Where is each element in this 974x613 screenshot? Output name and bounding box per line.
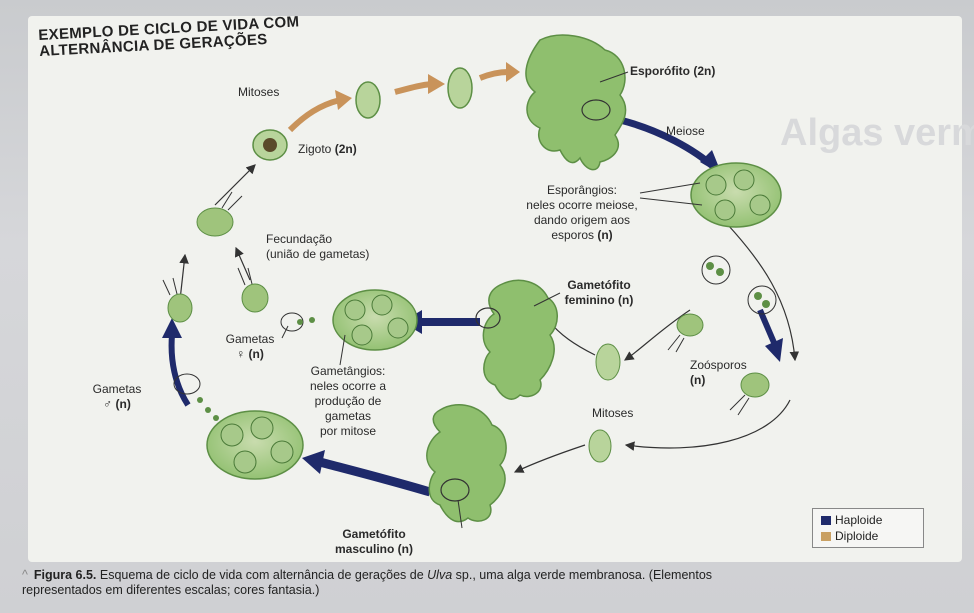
germling-bottom [589, 430, 611, 462]
legend: Haploide Diploide [812, 508, 924, 548]
label-esporofito-ploidy: (2n) [693, 64, 715, 78]
female-gametophyte-thallus [483, 280, 557, 399]
diploid-arrow-1 [290, 100, 340, 130]
label-gametofito-masc-1: Gametófito [322, 527, 426, 542]
label-esporangios: Esporângios: neles ocorre meiose, dando … [518, 183, 646, 243]
cycle-line-bottom [626, 400, 790, 448]
label-gametofito-masc-2: masculino (n) [322, 542, 426, 557]
label-gametofito-feminino: Gametófito feminino (n) [556, 278, 642, 308]
label-fecundacao-1: Fecundação [266, 232, 369, 247]
male-gametophyte-thallus [427, 405, 506, 522]
label-gametangios-5: por mitose [292, 424, 404, 439]
label-zoosporos: Zoósporos (n) [690, 358, 747, 388]
label-zigoto: Zigoto (2n) [298, 142, 357, 157]
label-gametas-fem-text: Gametas [222, 332, 278, 347]
caption-prefix: Figura 6.5. [34, 568, 97, 582]
gamete-female-cell [242, 284, 268, 312]
label-fecundacao: Fecundação (união de gametas) [266, 232, 369, 262]
label-esporangios-2: neles ocorre meiose, [518, 198, 646, 213]
diploid-arrow-2 [395, 84, 432, 92]
cycle-line-right [728, 225, 795, 360]
figure-caption: ^ Figura 6.5. Esquema de ciclo de vida co… [22, 568, 952, 598]
caption-line-2: representados em diferentes escalas; cor… [22, 583, 319, 597]
haploid-arrow-male [320, 462, 430, 492]
label-zigoto-ploidy: (2n) [335, 142, 357, 156]
cycle-line-up [215, 165, 255, 205]
spore-cluster-1 [702, 256, 730, 284]
caption-text-2: sp., uma alga verde membranosa. (Element… [452, 568, 712, 582]
label-fecundacao-2: (união de gametas) [266, 247, 369, 262]
label-gametangios-3: produção de [292, 394, 404, 409]
caption-text-1: Esquema de ciclo de vida com alternância… [96, 568, 427, 582]
sporophyte-thallus [526, 35, 626, 170]
label-zoosporos-text: Zoósporos [690, 358, 747, 373]
fusing-gametes [197, 208, 233, 236]
label-gametangios-4: gametas [292, 409, 404, 424]
caption-triangle-icon: ^ [22, 568, 28, 582]
label-esporangios-4: esporos [551, 228, 594, 242]
male-symbol-icon: ♂ [103, 397, 112, 411]
gamete-male-cell [168, 294, 192, 322]
diploid-stage-1 [356, 82, 380, 118]
label-gametas-masculino: Gametas ♂ (n) [84, 382, 150, 412]
label-gametas-masc-text: Gametas [84, 382, 150, 397]
label-gametangios-1: Gametângios: [292, 364, 404, 379]
sporangia-cluster [691, 163, 781, 227]
legend-diploide-label: Diploide [835, 529, 878, 543]
label-esporofito: Esporófito (2n) [630, 64, 715, 79]
label-gametas-feminino: Gametas ♀ (n) [222, 332, 278, 362]
label-gametangios-2: neles ocorre a [292, 379, 404, 394]
label-gametofito-fem-2: feminino (n) [556, 293, 642, 308]
legend-haploide-swatch [821, 516, 831, 525]
label-esporangios-1: Esporângios: [518, 183, 646, 198]
label-esporangios-ploidy: (n) [597, 228, 612, 242]
haploid-arrow-zoo [760, 310, 775, 345]
label-gametas-fem-ploidy: (n) [249, 347, 264, 361]
label-gametas-masc-ploidy: (n) [116, 397, 131, 411]
legend-haploide-label: Haploide [835, 513, 882, 527]
caption-italic: Ulva [427, 568, 452, 582]
cycle-line-left [180, 255, 185, 300]
label-zoosporos-ploidy: (n) [690, 373, 705, 387]
diploid-arrow-3 [480, 72, 508, 78]
label-meiose: Meiose [666, 124, 705, 139]
haploid-arrow-left [172, 335, 188, 405]
legend-diploide-swatch [821, 532, 831, 541]
label-gametofito-masculino: Gametófito masculino (n) [322, 527, 426, 557]
zoospore-1 [677, 314, 703, 336]
legend-diploide: Diploide [821, 529, 878, 543]
germling-right [596, 344, 620, 380]
label-mitoses-top: Mitoses [238, 85, 279, 100]
label-mitoses-bottom: Mitoses [592, 406, 633, 421]
label-esporofito-text: Esporófito [630, 64, 690, 78]
label-zigoto-text: Zigoto [298, 142, 331, 156]
cycle-line-fert [236, 248, 250, 280]
legend-haploide: Haploide [821, 513, 882, 527]
label-gametangios: Gametângios: neles ocorre a produção de … [292, 364, 404, 439]
label-gametofito-fem-1: Gametófito [556, 278, 642, 293]
diploid-stage-2 [448, 68, 472, 108]
cycle-line-to-male [515, 445, 585, 472]
label-esporangios-3: dando origem aos [518, 213, 646, 228]
female-symbol-icon: ♀ [236, 347, 245, 361]
